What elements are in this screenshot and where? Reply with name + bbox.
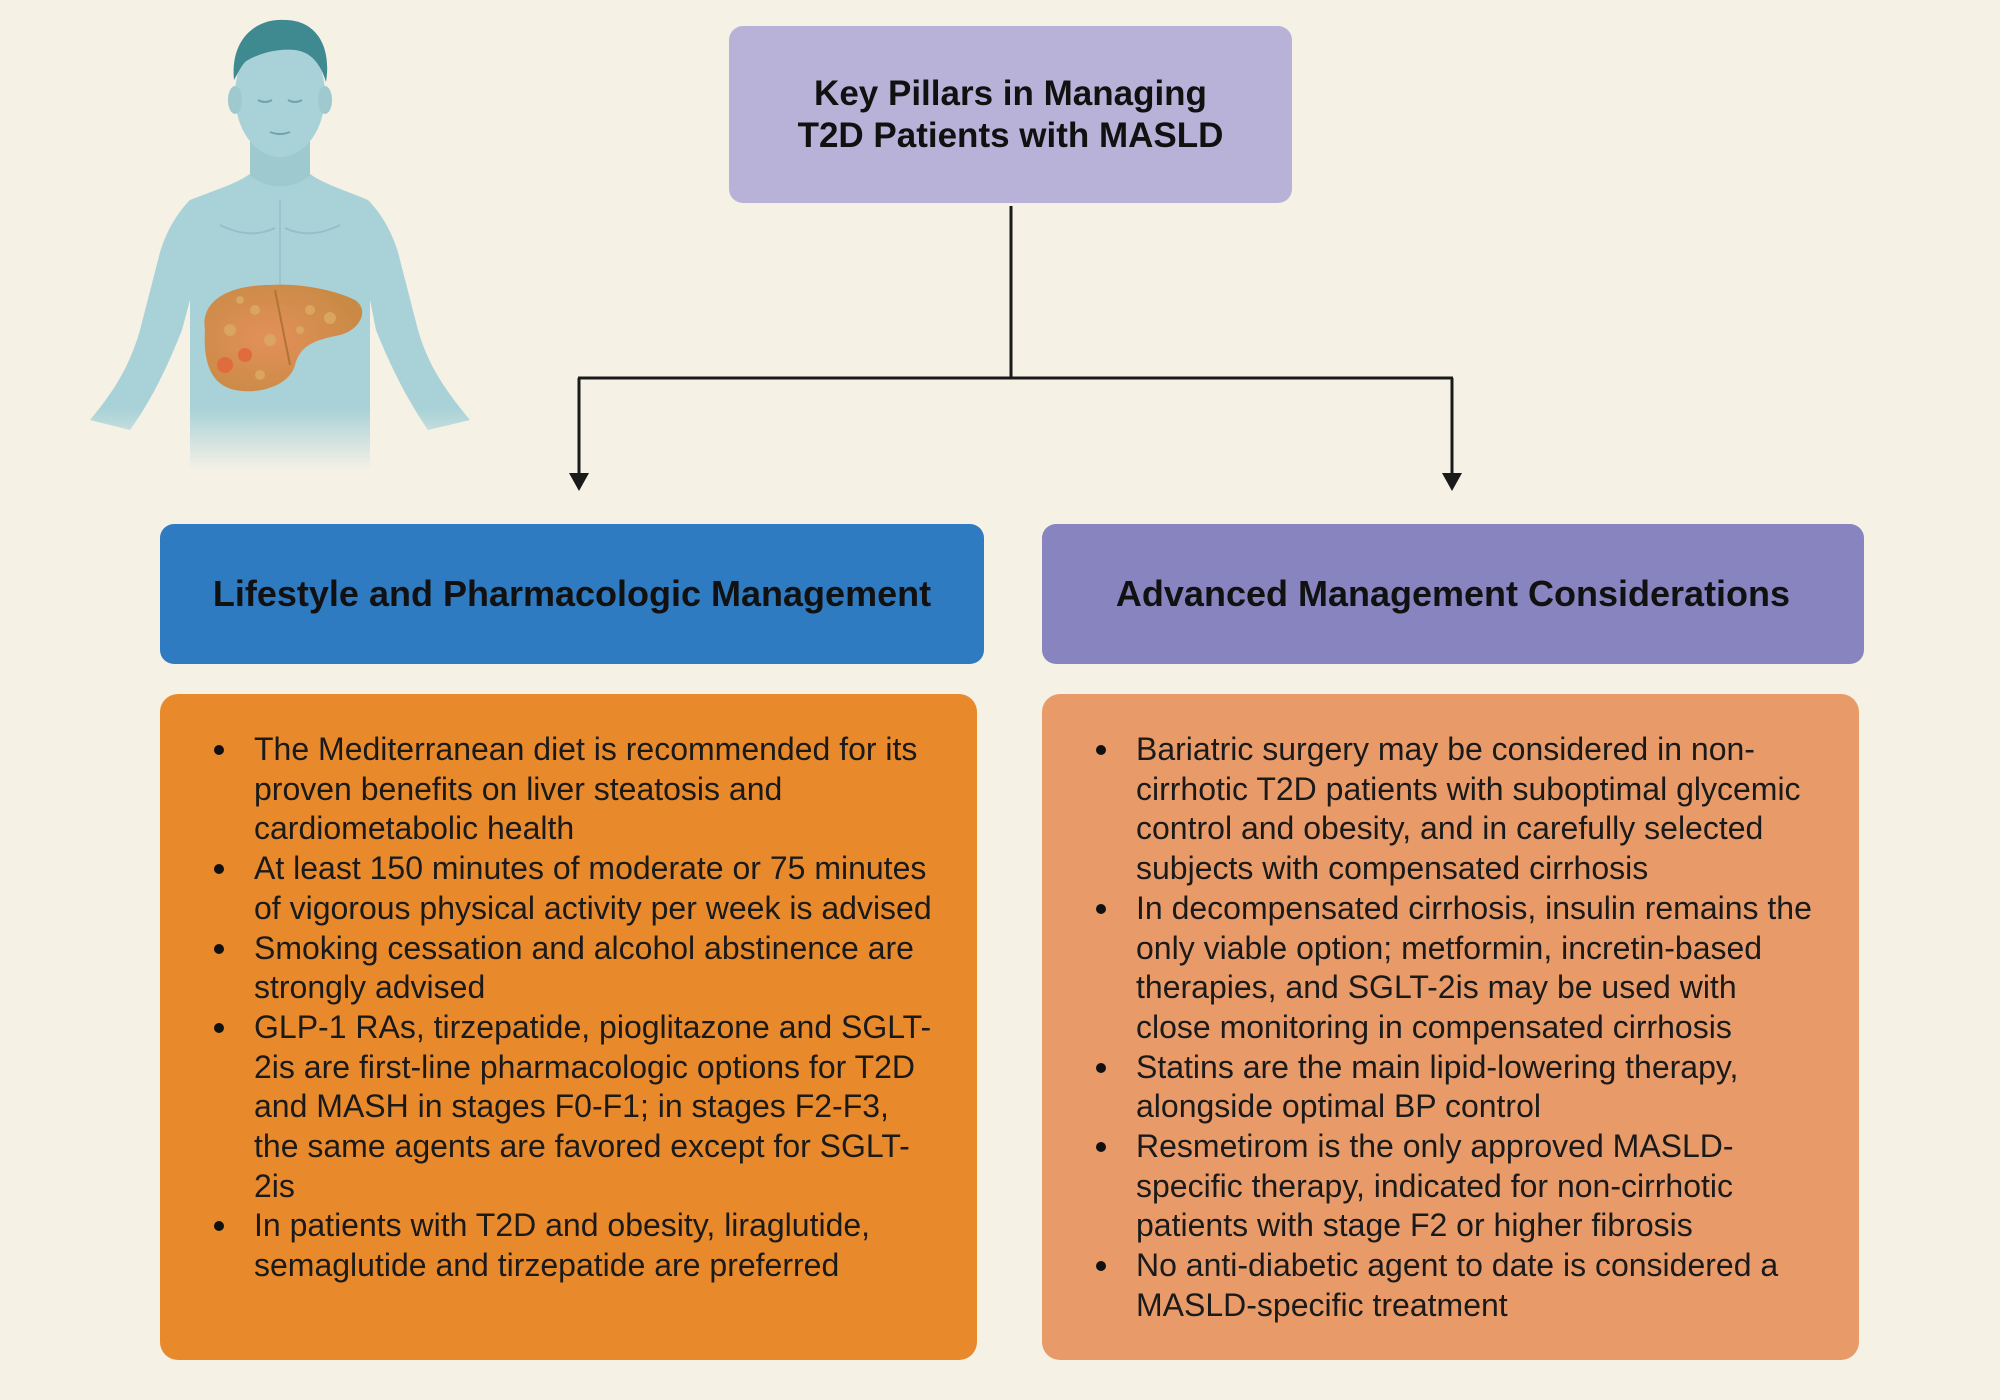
list-item-text: The Mediterranean diet is recommended fo… [254,731,918,847]
bullet-icon [1096,1261,1106,1272]
list-item-text: GLP-1 RAs, tirzepatide, pioglitazone and… [254,1008,932,1204]
lifestyle-pharmacologic-header: Lifestyle and Pharmacologic Management [160,524,984,664]
arrow-down-right-icon [1442,473,1462,491]
list-item: At least 150 minutes of moderate or 75 m… [214,849,937,928]
list-item-text: In patients with T2D and obesity, liragl… [254,1207,871,1284]
list-item: The Mediterranean diet is recommended fo… [214,730,937,849]
bullet-icon [1096,1062,1106,1073]
list-item: No anti-diabetic agent to date is consid… [1096,1246,1819,1325]
list-item-text: At least 150 minutes of moderate or 75 m… [254,850,932,926]
lifestyle-pharmacologic-list-box: The Mediterranean diet is recommended fo… [160,694,977,1360]
list-item-text: Bariatric surgery may be considered in n… [1136,731,1801,887]
bullet-icon [214,745,224,755]
list-item-text: In decompensated cirrhosis, insulin rema… [1136,889,1812,1045]
bullet-icon [1096,745,1106,755]
list-item-text: No anti-diabetic agent to date is consid… [1136,1247,1779,1323]
left-header-label: Lifestyle and Pharmacologic Management [212,573,932,614]
bullet-icon [214,864,224,875]
list-item-text: Resmetirom is the only approved MASLD-sp… [1136,1128,1734,1244]
main-title-box: Key Pillars in Managing T2D Patients wit… [729,26,1292,203]
bullet-icon [214,943,224,954]
list-item-text: Smoking cessation and alcohol abstinence… [254,929,914,1006]
advanced-management-header: Advanced Management Considerations [1042,524,1864,664]
bullet-icon [1096,1142,1106,1153]
right-header-label: Advanced Management Considerations [1115,573,1791,614]
list-item: Statins are the main lipid-lowering ther… [1096,1048,1819,1127]
lifestyle-pharmacologic-list: The Mediterranean diet is recommended fo… [214,730,937,1286]
list-item: In patients with T2D and obesity, liragl… [214,1206,937,1285]
list-item: Resmetirom is the only approved MASLD-sp… [1096,1127,1819,1246]
main-title-line-1: Key Pillars in Managing [814,73,1207,113]
arrow-down-left-icon [569,473,589,491]
advanced-management-list: Bariatric surgery may be considered in n… [1096,730,1819,1326]
human-torso-with-fatty-liver-icon [90,19,470,470]
list-item: Bariatric surgery may be considered in n… [1096,730,1819,889]
list-item-text: Statins are the main lipid-lowering ther… [1136,1048,1739,1125]
list-item: In decompensated cirrhosis, insulin rema… [1096,889,1819,1048]
main-title-line-2: T2D Patients with MASLD [797,115,1224,155]
bullet-icon [1096,903,1106,914]
main-title: Key Pillars in Managing T2D Patients wit… [798,73,1224,157]
bullet-icon [214,1022,224,1033]
advanced-management-list-box: Bariatric surgery may be considered in n… [1042,694,1859,1360]
list-item: GLP-1 RAs, tirzepatide, pioglitazone and… [214,1008,937,1207]
list-item: Smoking cessation and alcohol abstinence… [214,929,937,1008]
bullet-icon [214,1221,224,1232]
